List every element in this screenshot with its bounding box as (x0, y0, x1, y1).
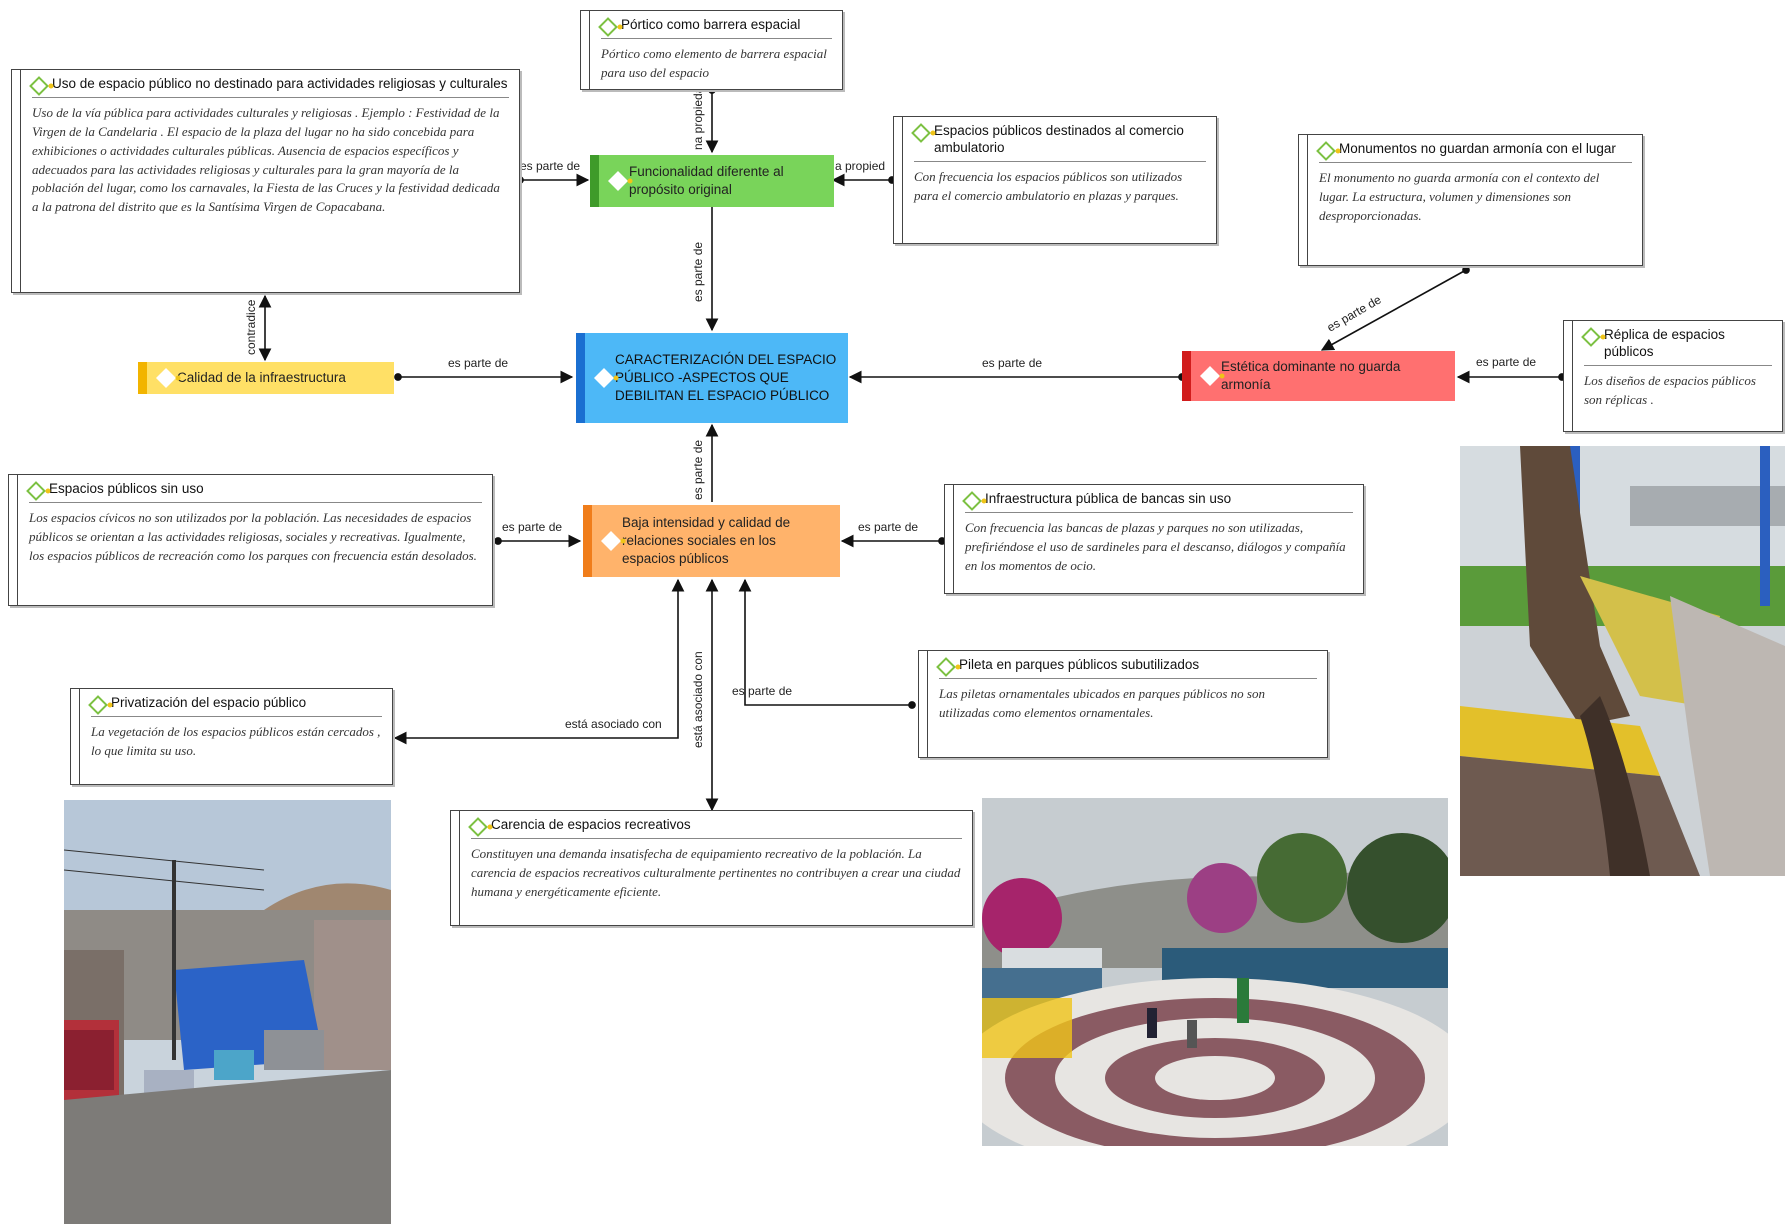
memo-text: Con frecuencia las bancas de plazas y pa… (965, 520, 1346, 573)
memo-diamond-icon (936, 657, 956, 677)
memo-diamond-icon (911, 123, 931, 143)
label-monumentos: es parte de (1325, 292, 1384, 334)
memo-carencia[interactable]: Carencia de espacios recreativos Constit… (450, 810, 973, 926)
label-carencia: está asociado con (691, 651, 705, 748)
memo-comercio[interactable]: Espacios públicos destinados al comercio… (893, 116, 1217, 244)
link-pileta-baja (738, 578, 916, 709)
label-pileta: es parte de (732, 684, 792, 698)
label-comercio: a propied (835, 159, 885, 173)
memo-text: Constituyen una demanda insatisfecha de … (471, 846, 961, 899)
memo-diamond-icon (26, 481, 46, 501)
memo-pileta[interactable]: Pileta en parques públicos subutilizados… (918, 650, 1328, 758)
link-monumentos-estetica (1320, 266, 1470, 351)
memo-text: La vegetación de los espacios públicos e… (91, 724, 381, 758)
photo-street-market (64, 800, 391, 1224)
memo-header: Pórtico como barrera espacial (598, 17, 832, 39)
memo-text: El monumento no guarda armonía con el co… (1319, 170, 1600, 223)
memo-header: Pileta en parques públicos subutilizados (936, 657, 1317, 679)
memo-diamond-icon (1316, 141, 1336, 161)
memo-text: Las piletas ornamentales ubicados en par… (939, 686, 1265, 720)
memo-replica[interactable]: Réplica de espacios públicos Los diseños… (1563, 320, 1783, 432)
memo-text: Con frecuencia los espacios públicos son… (914, 168, 1183, 203)
memo-diamond-icon (88, 695, 108, 715)
node-central-label: CARACTERIZACIÓN DEL ESPACIO PÚBLICO -ASP… (615, 351, 837, 404)
memo-header: Espacios públicos sin uso (26, 481, 482, 503)
memo-title: Réplica de espacios públicos (1604, 327, 1725, 359)
memo-header: Espacios públicos destinados al comercio… (911, 123, 1206, 162)
photo-plaza (982, 798, 1448, 1146)
memo-privatizacion[interactable]: Privatización del espacio público La veg… (70, 688, 393, 785)
label-portico: na propieda (691, 86, 705, 150)
memo-title: Espacios públicos destinados al comercio… (934, 123, 1184, 155)
memo-text: Los diseños de espacios públicos son rép… (1584, 372, 1756, 407)
memo-sinuso[interactable]: Espacios públicos sin uso Los espacios c… (8, 474, 493, 606)
memo-bancas[interactable]: Infraestructura pública de bancas sin us… (944, 484, 1364, 594)
memo-title: Privatización del espacio público (111, 695, 307, 710)
label-sinuso: es parte de (502, 520, 562, 534)
memo-monumentos[interactable]: Monumentos no guardan armonía con el lug… (1298, 134, 1643, 266)
memo-header: Réplica de espacios públicos (1581, 327, 1772, 366)
memo-diamond-icon (29, 76, 49, 96)
node-funcionalidad-label: Funcionalidad diferente al propósito ori… (629, 163, 784, 197)
memo-header: Monumentos no guardan armonía con el lug… (1316, 141, 1632, 163)
memo-uso[interactable]: Uso de espacio público no destinado para… (11, 69, 520, 293)
node-central[interactable]: CARACTERIZACIÓN DEL ESPACIO PÚBLICO -ASP… (576, 333, 848, 423)
node-estetica-label: Estética dominante no guarda armonía (1221, 358, 1401, 392)
label-calidad: es parte de (448, 356, 508, 370)
memo-header: Uso de espacio público no destinado para… (29, 76, 509, 98)
memo-title: Uso de espacio público no destinado para… (52, 76, 508, 91)
label-replica: es parte de (1476, 355, 1536, 369)
node-baja-label: Baja intensidad y calidad de relaciones … (622, 514, 791, 567)
memo-title: Pileta en parques públicos subutilizados (959, 657, 1200, 672)
label-bancas: es parte de (858, 520, 918, 534)
node-calidad-label: Calidad de la infraestructura (177, 369, 346, 385)
memo-diamond-icon (962, 491, 982, 511)
memo-diamond-icon (468, 817, 488, 837)
label-privatizacion: está asociado con (565, 717, 662, 731)
memo-title: Monumentos no guardan armonía con el lug… (1339, 141, 1616, 156)
memo-header: Privatización del espacio público (88, 695, 382, 717)
label-baja: es parte de (691, 440, 705, 500)
node-funcionalidad[interactable]: Funcionalidad diferente al propósito ori… (590, 155, 834, 207)
memo-header: Carencia de espacios recreativos (468, 817, 962, 839)
memo-title: Pórtico como barrera espacial (621, 17, 801, 32)
memo-diamond-icon (1581, 327, 1601, 347)
memo-text: Los espacios cívicos no son utilizados p… (29, 510, 477, 563)
memo-portico[interactable]: Pórtico como barrera espacial Pórtico co… (580, 10, 843, 90)
memo-title: Carencia de espacios recreativos (491, 817, 691, 832)
memo-text: Uso de la vía pública para actividades c… (32, 105, 500, 215)
memo-title: Infraestructura pública de bancas sin us… (985, 491, 1232, 506)
node-baja[interactable]: Baja intensidad y calidad de relaciones … (583, 505, 840, 577)
photo-tree-sidewalk (1460, 446, 1785, 876)
memo-header: Infraestructura pública de bancas sin us… (962, 491, 1353, 513)
label-funcionalidad: es parte de (691, 242, 705, 302)
memo-diamond-icon (598, 17, 618, 37)
link-baja-privatizacion (393, 578, 685, 745)
label-contradice: contradice (244, 299, 258, 355)
node-calidad[interactable]: Calidad de la infraestructura (138, 362, 394, 394)
label-estetica: es parte de (982, 356, 1042, 370)
label-uso: es parte de (520, 159, 580, 173)
memo-text: Pórtico como elemento de barrera espacia… (601, 46, 827, 80)
memo-title: Espacios públicos sin uso (49, 481, 204, 496)
node-estetica[interactable]: Estética dominante no guarda armonía (1182, 351, 1455, 401)
